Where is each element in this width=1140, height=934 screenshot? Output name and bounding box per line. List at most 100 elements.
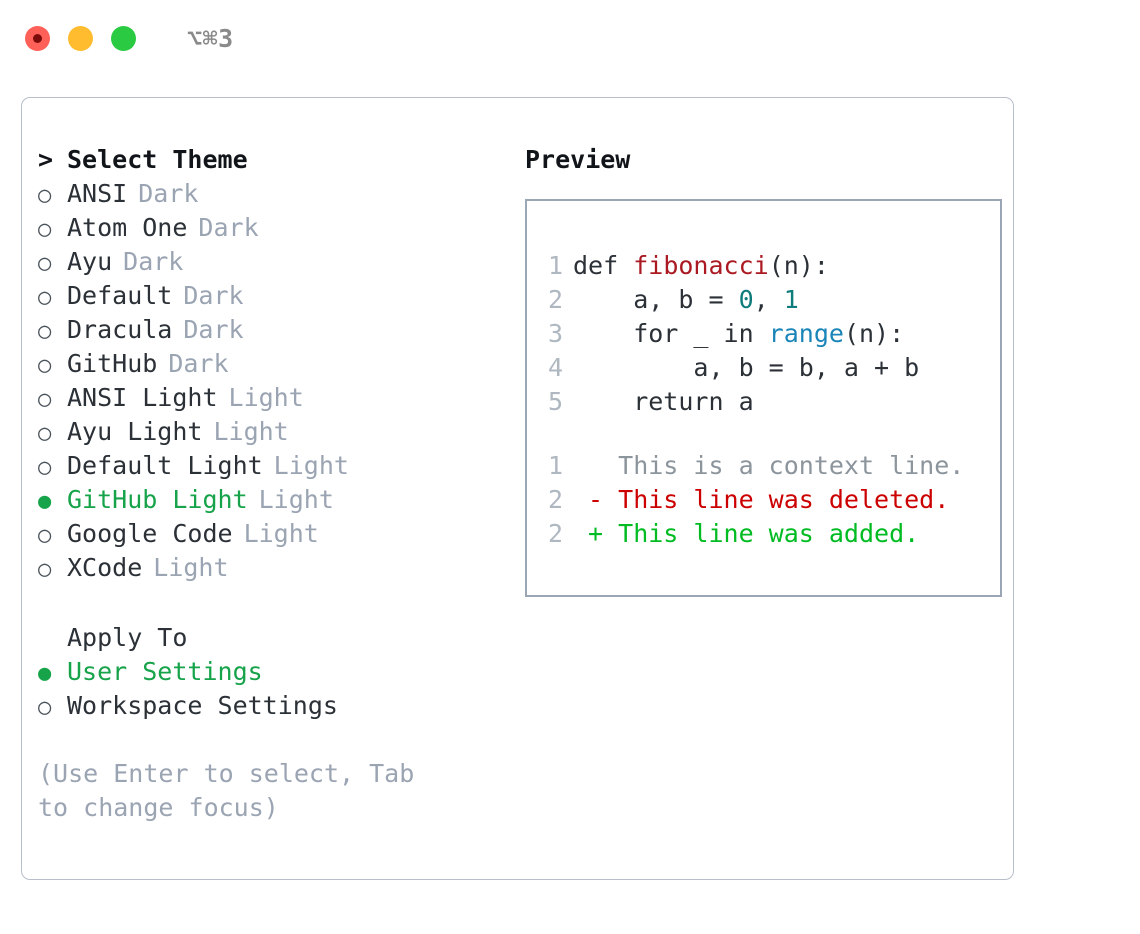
theme-list-header: > Select Theme xyxy=(38,143,500,177)
code-line-content: for _ in range(n): xyxy=(573,317,904,351)
apply-to-option-row[interactable]: ●User Settings xyxy=(38,655,500,689)
theme-option-label: Google Code xyxy=(67,519,233,548)
theme-option-label: GitHub xyxy=(67,349,158,378)
apply-to-marker-blank xyxy=(38,621,67,655)
theme-variant-tag: Dark xyxy=(138,179,199,208)
theme-option-label: GitHub Light xyxy=(67,485,248,514)
diff-sample: 1 This is a context line.2 - This line w… xyxy=(527,449,1000,551)
code-line: 5 return a xyxy=(527,385,1000,419)
code-diff-spacer xyxy=(527,419,1000,449)
code-line-number: 4 xyxy=(547,353,563,382)
theme-option-row[interactable]: ○ XCode Light xyxy=(38,551,500,585)
code-line-content: a, b = b, a + b xyxy=(573,351,919,385)
list-gap-spacer xyxy=(38,585,500,621)
minimize-window-icon[interactable] xyxy=(68,25,93,51)
diff-sign: - xyxy=(573,485,619,514)
theme-option-row[interactable]: ○ ANSI Light Light xyxy=(38,381,500,415)
radio-unselected-icon: ○ xyxy=(38,217,52,242)
theme-option-row[interactable]: ○ Ayu Light Light xyxy=(38,415,500,449)
theme-option-row[interactable]: ○ Default Dark xyxy=(38,279,500,313)
radio-unselected-icon: ○ xyxy=(38,387,52,412)
code-token: def xyxy=(573,251,634,280)
preview-title: Preview xyxy=(525,145,631,174)
theme-option-row[interactable]: ○ Google Code Light xyxy=(38,517,500,551)
code-token: a, b = xyxy=(573,285,739,314)
radio-unselected-icon: ○ xyxy=(38,695,52,720)
theme-variant-tag: Light xyxy=(243,519,319,548)
theme-option-label: Atom One xyxy=(67,213,188,242)
diff-line-number: 1 xyxy=(547,451,563,480)
theme-option-label: XCode xyxy=(67,553,143,582)
keyboard-hint-text: (Use Enter to select, Tab to change focu… xyxy=(38,759,415,822)
code-token: , xyxy=(753,285,784,314)
theme-variant-tag: Light xyxy=(153,553,229,582)
radio-unselected-icon: ○ xyxy=(38,251,52,276)
theme-variant-tag: Light xyxy=(213,417,289,446)
code-token: fibonacci xyxy=(633,251,769,280)
radio-unselected-icon: ○ xyxy=(38,319,52,344)
theme-variant-tag: Dark xyxy=(123,247,184,276)
radio-selected-icon: ● xyxy=(38,489,52,514)
theme-option-row[interactable]: ○ Ayu Dark xyxy=(38,245,500,279)
diff-line: 2 - This line was deleted. xyxy=(527,483,1000,517)
apply-to-option-label: Workspace Settings xyxy=(67,691,338,720)
theme-variant-tag: Light xyxy=(273,451,349,480)
radio-unselected-icon: ○ xyxy=(38,285,52,310)
code-token: (n): xyxy=(843,319,905,348)
theme-option-label: Ayu Light xyxy=(67,417,203,446)
diff-line-text: This line was added. xyxy=(618,519,920,548)
code-token: for _ in xyxy=(573,319,769,348)
theme-variant-tag: Light xyxy=(228,383,304,412)
theme-option-label: Default xyxy=(67,281,173,310)
traffic-light-controls xyxy=(25,25,136,51)
maximize-window-icon[interactable] xyxy=(111,25,136,51)
theme-option-label: Default Light xyxy=(67,451,263,480)
code-token: 1 xyxy=(783,285,799,314)
keyboard-shortcut-label: ⌥⌘3 xyxy=(187,23,234,53)
code-line: 4 a, b = b, a + b xyxy=(527,351,1000,385)
caret-icon: > xyxy=(38,145,54,174)
code-token: range xyxy=(768,319,844,348)
radio-unselected-icon: ○ xyxy=(38,421,52,446)
theme-option-label: Ayu xyxy=(67,247,113,276)
apply-to-title: Apply To xyxy=(67,623,188,652)
radio-unselected-icon: ○ xyxy=(38,183,52,208)
theme-variant-tag: Dark xyxy=(183,281,244,310)
radio-unselected-icon: ○ xyxy=(38,523,52,548)
theme-option-label: ANSI Light xyxy=(67,383,218,412)
theme-list-title: Select Theme xyxy=(67,145,248,174)
code-line-number: 5 xyxy=(547,387,563,416)
apply-to-heading: Apply To xyxy=(38,621,500,655)
hint-gap-spacer xyxy=(38,723,500,757)
code-line-content: def fibonacci(n): xyxy=(573,249,829,283)
close-window-icon[interactable] xyxy=(25,25,50,51)
theme-option-row[interactable]: ● GitHub Light Light xyxy=(38,483,500,517)
theme-variant-tag: Light xyxy=(258,485,334,514)
code-line-content: a, b = 0, 1 xyxy=(573,283,799,317)
radio-selected-icon: ● xyxy=(38,661,52,686)
apply-to-option-row[interactable]: ○ Workspace Settings xyxy=(38,689,500,723)
radio-unselected-icon: ○ xyxy=(38,557,52,582)
code-line: 3 for _ in range(n): xyxy=(527,317,1000,351)
code-token: (n): xyxy=(768,251,829,280)
code-token: return a xyxy=(573,387,754,416)
diff-line-number: 2 xyxy=(547,519,563,548)
apply-to-options: ●User Settings ○ Workspace Settings xyxy=(38,655,500,723)
code-line-number: 3 xyxy=(547,319,563,348)
radio-unselected-icon: ○ xyxy=(38,353,52,378)
diff-line-text: This line was deleted. xyxy=(618,485,950,514)
code-token: a, b = b, a + b xyxy=(573,353,920,382)
code-line-content: return a xyxy=(573,385,754,419)
